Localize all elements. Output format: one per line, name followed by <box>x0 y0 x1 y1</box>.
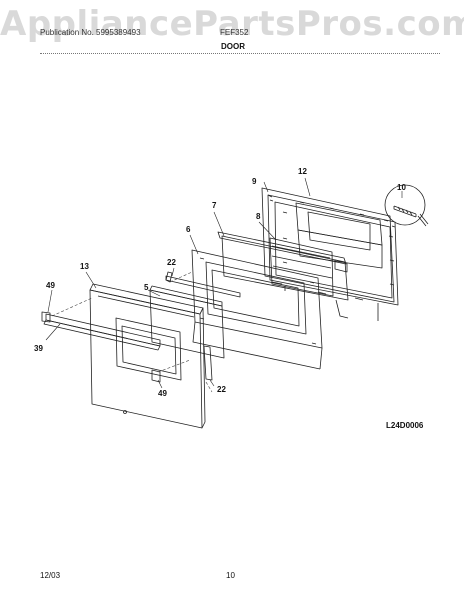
callout-7: 7 <box>212 201 217 210</box>
callout-39: 39 <box>34 344 43 353</box>
insulation-panel <box>217 231 349 301</box>
page-number: 10 <box>226 571 235 580</box>
outer-door-panel <box>89 283 206 429</box>
publication-number: Publication No. 5995389493 <box>40 28 141 37</box>
footer-date: 12/03 <box>40 571 61 580</box>
callout-9: 9 <box>252 177 257 186</box>
callout-10: 10 <box>397 183 406 192</box>
door-frame-panel <box>261 187 395 321</box>
callout-6: 6 <box>186 225 191 234</box>
callout-5: 5 <box>144 283 149 292</box>
header-divider <box>40 53 440 54</box>
callouts: 12 9 10 7 8 6 22 13 5 49 39 49 22 <box>34 167 406 398</box>
callout-22-upper: 22 <box>167 258 176 267</box>
glass-retainer-upper <box>165 271 241 298</box>
door-handle <box>41 311 161 383</box>
screw-detail <box>384 184 429 227</box>
callout-13: 13 <box>80 262 89 271</box>
glass-retainer-lower <box>203 345 213 381</box>
section-title: DOOR <box>221 42 245 51</box>
callout-8: 8 <box>256 212 261 221</box>
watermark: AppliancePartsPros.com <box>0 4 464 44</box>
callout-12: 12 <box>298 167 307 176</box>
inner-glass-frame <box>191 249 323 370</box>
insulation-pad <box>269 237 334 297</box>
callout-22-lower: 22 <box>217 385 226 394</box>
diagram-code: L24D0006 <box>386 421 424 430</box>
door-glass <box>149 285 225 359</box>
model-number: FEF352 <box>220 28 249 37</box>
callout-49-left: 49 <box>46 281 55 290</box>
leader-lines <box>45 177 403 389</box>
assembly-lines <box>51 271 213 393</box>
callout-49-bottom: 49 <box>158 389 167 398</box>
